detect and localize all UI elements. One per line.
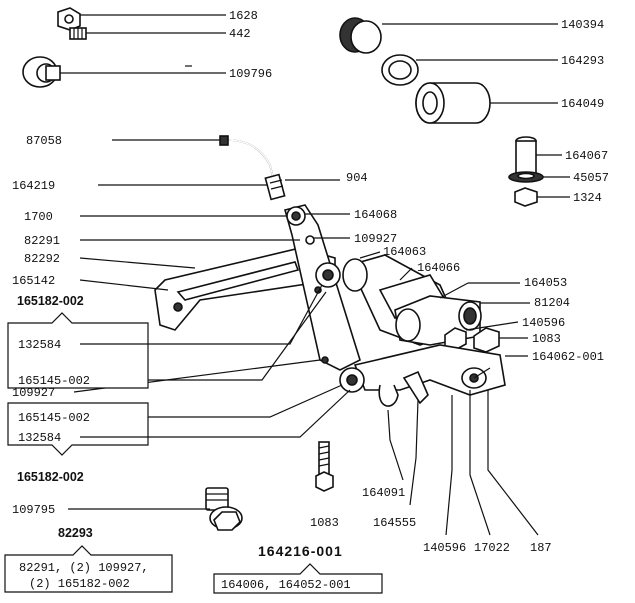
washer-164293-icon (381, 54, 419, 86)
label-164062: 164062-001 (532, 350, 604, 364)
label-187: 187 (530, 541, 552, 555)
label-140596-b: 140596 (423, 541, 466, 555)
label-164068: 164068 (354, 208, 397, 222)
screw-442-icon (69, 27, 87, 40)
kit-82293-line1: 82291, (2) 109927, (19, 561, 149, 575)
label-164053: 164053 (524, 276, 567, 290)
label-109927-l: 109927 (12, 386, 55, 400)
label-164555: 164555 (373, 516, 416, 530)
nut-1324-icon (514, 187, 538, 207)
box-mid-title: 165182-002 (17, 470, 84, 484)
label-164049: 164049 (561, 97, 604, 111)
label-164067: 164067 (565, 149, 608, 163)
label-109927-top: 109927 (354, 232, 397, 246)
bushing-upper-icon (314, 262, 341, 294)
box-top-item1: 132584 (18, 338, 61, 352)
label-164219: 164219 (12, 179, 55, 193)
label-164063: 164063 (383, 245, 426, 259)
label-45057: 45057 (573, 171, 609, 185)
bushing-140394-icon (339, 17, 382, 54)
label-165142: 165142 (12, 274, 55, 288)
box-top-frame (7, 312, 149, 389)
label-1324: 1324 (573, 191, 602, 205)
label-109796: 109796 (229, 67, 272, 81)
washer-109796-icon (22, 56, 61, 88)
label-1083-r: 1083 (532, 332, 561, 346)
hook-164091-icon (378, 370, 429, 407)
bolt-1083-icon (315, 441, 334, 492)
bracket-164062-icon (353, 344, 506, 396)
nut-1083-icon (473, 327, 500, 353)
kit-82293-frame (4, 545, 173, 593)
label-164066: 164066 (417, 261, 460, 275)
label-140596-r: 140596 (522, 316, 565, 330)
sleeve-164049-icon (415, 82, 491, 124)
washer-45057-icon (508, 171, 544, 183)
label-442: 442 (229, 27, 251, 41)
label-1628: 1628 (229, 9, 258, 23)
box-mid-frame (7, 402, 149, 456)
label-1083-b: 1083 (310, 516, 339, 530)
nut-1628-icon (57, 7, 81, 31)
label-164293: 164293 (561, 54, 604, 68)
label-82292: 82292 (24, 252, 60, 266)
label-87058: 87058 (26, 134, 62, 148)
label-17022: 17022 (474, 541, 510, 555)
kit-82293-line2: (2) 165182-002 (29, 577, 130, 591)
bolt-109795-icon (205, 487, 243, 531)
kit-82293-title: 82293 (58, 526, 93, 540)
cable-87058-icon (219, 135, 276, 186)
box-top-title: 165182-002 (17, 294, 84, 308)
label-164091: 164091 (362, 486, 405, 500)
bushing-lower-icon (321, 356, 365, 393)
box-mid-item2: 132584 (18, 431, 61, 445)
kit-164216-line1: 164006, 164052-001 (221, 578, 351, 592)
link-82291-icon (284, 204, 361, 371)
label-82291: 82291 (24, 234, 60, 248)
label-109795: 109795 (12, 503, 55, 517)
label-140394: 140394 (561, 18, 604, 32)
label-1700: 1700 (24, 210, 53, 224)
kit-164216-frame (213, 563, 383, 594)
label-904: 904 (346, 171, 368, 185)
label-81204: 81204 (534, 296, 570, 310)
kit-164216-title: 164216-001 (258, 543, 343, 559)
clip-164219-icon (264, 173, 286, 201)
box-mid-item1: 165145-002 (18, 411, 90, 425)
pin-164067-icon (515, 136, 537, 174)
box-top-item2: 165145-002 (18, 374, 90, 388)
